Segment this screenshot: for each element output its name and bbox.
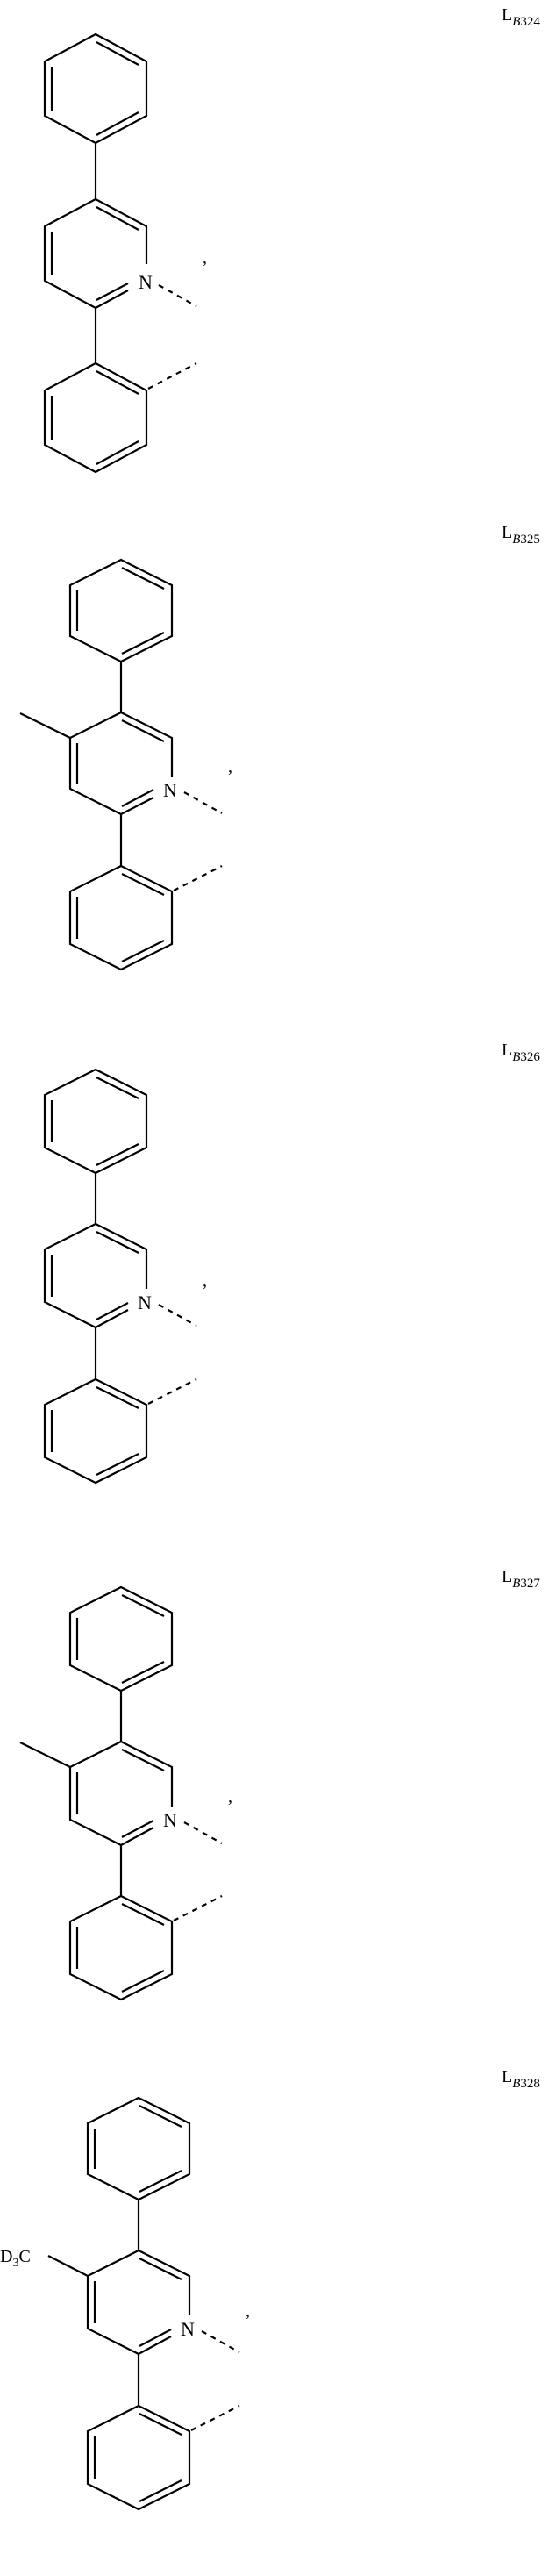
phenyl-ring-bottom xyxy=(43,361,197,474)
nitrogen-atom: N xyxy=(138,1292,152,1313)
phenyl-ring-bottom xyxy=(68,864,223,971)
methyl-substituent xyxy=(19,712,71,739)
structure-diagram: N , xyxy=(43,32,207,474)
phenyl-ring-top xyxy=(68,1585,174,1692)
pyridine-ring: N D3C xyxy=(0,2247,240,2356)
pyridine-ring: N xyxy=(19,1740,223,1847)
compound-label: LB325 xyxy=(502,523,540,547)
phenyl-ring-top xyxy=(43,1068,148,1175)
separator-comma: , xyxy=(246,2301,250,2321)
structure-diagram: N , xyxy=(43,1068,207,1485)
nitrogen-atom: N xyxy=(181,2318,195,2340)
structure-diagram: N , xyxy=(19,1585,232,2001)
pyridine-ring: N xyxy=(43,197,197,310)
nitrogen-atom: N xyxy=(163,1809,177,1831)
compound-lb325: LB325 N , xyxy=(0,509,549,1027)
cd3-bond xyxy=(47,2255,89,2277)
pyridine-ring: N xyxy=(19,711,223,816)
nitrogen-atom: N xyxy=(163,779,177,801)
cd3-substituent: D3C xyxy=(0,2247,31,2270)
separator-comma: , xyxy=(228,757,232,776)
separator-comma: , xyxy=(228,1787,232,1807)
phenyl-ring-bottom xyxy=(86,2404,240,2511)
phenyl-ring-top xyxy=(68,558,174,663)
separator-comma: , xyxy=(203,1271,207,1291)
phenyl-ring-top xyxy=(86,2096,191,2201)
compound-label: LB326 xyxy=(502,1041,540,1064)
pyridine-ring: N xyxy=(43,1222,197,1329)
phenyl-ring-top xyxy=(43,32,148,145)
compound-lb326: LB326 N , xyxy=(0,1027,549,1535)
structure-diagram: N , xyxy=(19,558,232,971)
phenyl-ring-bottom xyxy=(68,1894,223,2001)
compound-label: LB327 xyxy=(502,1567,540,1591)
phenyl-ring-bottom xyxy=(43,1377,197,1485)
compound-label: LB324 xyxy=(502,5,540,29)
structure-diagram: N D3C , xyxy=(0,2096,250,2511)
nitrogen-atom: N xyxy=(139,271,153,293)
compound-label: LB328 xyxy=(502,2067,540,2091)
methyl-substituent xyxy=(19,1742,71,1768)
compound-lb328: LB328 N D3C , xyxy=(0,2053,549,2576)
compound-lb327: LB327 N , xyxy=(0,1535,549,2053)
compound-lb324: LB324 N , xyxy=(0,0,549,509)
separator-comma: , xyxy=(203,248,207,268)
